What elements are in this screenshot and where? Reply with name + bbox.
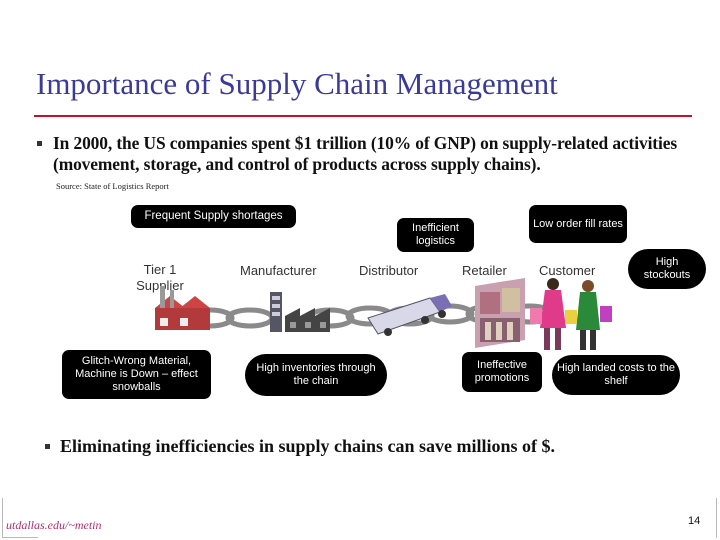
stage-label-manufacturer: Manufacturer: [240, 263, 317, 278]
corner-accent-bottom-left-horizontal: [2, 537, 38, 538]
callout-ineffective-promotions: Ineffective promotions: [462, 352, 542, 392]
callout-glitch-wrong-material: Glitch-Wrong Material, Machine is Down –…: [62, 350, 211, 399]
callout-inefficient-logistics: Inefficient logistics: [397, 218, 474, 252]
page-number: 14: [688, 515, 701, 527]
corner-accent-bottom-right-vertical: [716, 498, 717, 538]
distributor-truck-icon: [367, 294, 452, 336]
slide-title: Importance of Supply Chain Management: [36, 66, 558, 101]
bullet-text-spending: In 2000, the US companies spent $1 trill…: [53, 133, 678, 174]
callout-high-stockouts: High stockouts: [628, 249, 706, 289]
bullet-text-eliminating-inefficiencies: Eliminating inefficiencies in supply cha…: [60, 436, 556, 456]
callout-high-landed-costs: High landed costs to the shelf: [552, 355, 680, 395]
stage-label-distributor: Distributor: [359, 263, 419, 278]
callout-high-inventories: High inventories through the chain: [245, 354, 387, 396]
stage-label-retailer: Retailer: [462, 263, 507, 278]
corner-accent-bottom-left-vertical: [2, 498, 3, 538]
manufacturer-plant-icon: [270, 292, 330, 332]
supply-chain-illustration: [155, 278, 612, 350]
bullet-marker: [45, 444, 50, 449]
callout-frequent-supply-shortages: Frequent Supply shortages: [131, 205, 296, 228]
bullet-marker: [37, 141, 42, 146]
retailer-store-icon: [475, 278, 525, 348]
stage-label-customer: Customer: [539, 263, 596, 278]
title-underline: [34, 115, 692, 117]
source-note: Source: State of Logistics Report: [56, 181, 169, 191]
stage-label-tier1-supplier: Tier 1 Supplier: [136, 262, 184, 293]
callout-low-order-fill-rates: Low order fill rates: [529, 205, 627, 243]
customers-shopping-icon: [530, 278, 612, 350]
footer-url: utdallas.edu/~metin: [6, 518, 102, 532]
supplier-factory-icon: [155, 286, 210, 330]
